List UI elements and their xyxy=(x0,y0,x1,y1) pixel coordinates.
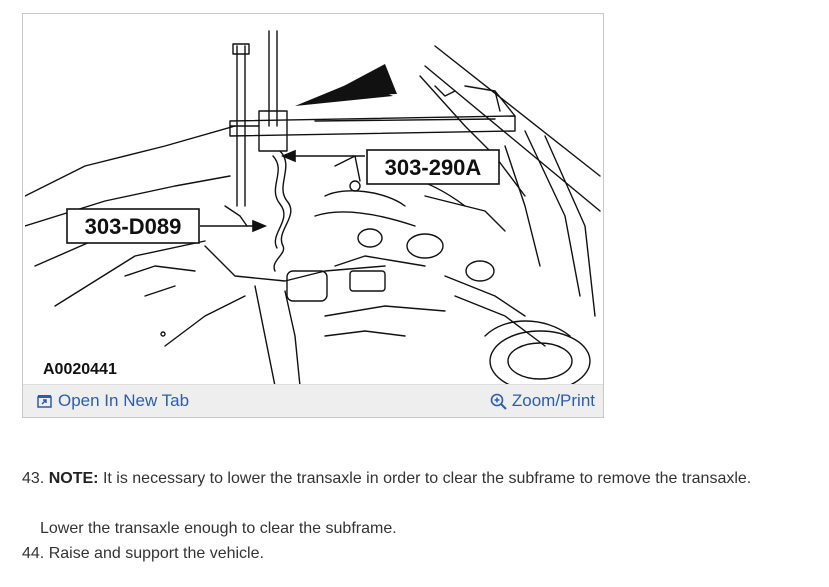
open-new-tab-icon xyxy=(37,394,53,408)
figure-id: A0020441 xyxy=(43,361,117,378)
figure-toolbar: Open In New Tab Zoom/Print xyxy=(23,384,603,417)
zoom-print-label: Zoom/Print xyxy=(511,391,595,410)
note-text: It is necessary to lower the transaxle i… xyxy=(102,470,752,487)
figure-container: 303-290A 303-D089 A0020441 Open In New T… xyxy=(22,13,604,418)
step-43-detail: Lower the transaxle enough to clear the … xyxy=(40,520,397,537)
callout-303-290A: 303-290A xyxy=(385,155,482,180)
step-number: 43. xyxy=(22,470,45,487)
magnifier-plus-icon xyxy=(490,393,507,410)
line-drawing: 303-290A 303-D089 A0020441 xyxy=(25,30,601,386)
transaxle-support-illustration: 303-290A 303-D089 A0020441 xyxy=(25,16,601,386)
step-43: 43. NOTE: It is necessary to lower the t… xyxy=(22,470,751,488)
callout-303-D089: 303-D089 xyxy=(85,214,182,239)
step-44: 44. Raise and support the vehicle. xyxy=(22,545,264,563)
step-text: Raise and support the vehicle. xyxy=(48,545,264,562)
open-in-new-tab-link[interactable]: Open In New Tab xyxy=(37,391,189,411)
open-in-new-tab-label: Open In New Tab xyxy=(58,391,190,410)
zoom-print-link[interactable]: Zoom/Print xyxy=(490,391,595,411)
step-number: 44. xyxy=(22,545,45,562)
note-label: NOTE: xyxy=(48,470,99,487)
